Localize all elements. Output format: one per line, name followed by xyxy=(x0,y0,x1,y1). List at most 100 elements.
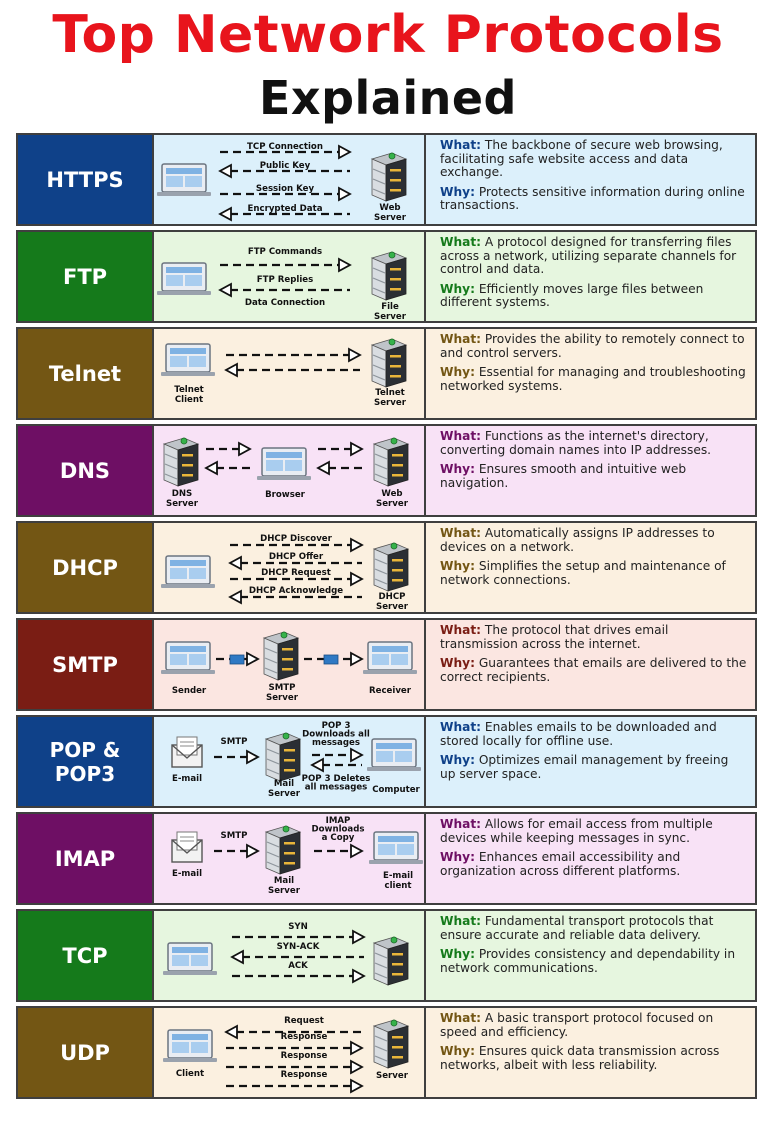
message-arrow xyxy=(226,1059,364,1075)
protocol-description: What: Fundamental transport protocols th… xyxy=(426,911,755,1000)
endpoint-label-server: Server xyxy=(266,693,299,703)
what-text: Fundamental transport protocols that ens… xyxy=(440,914,714,942)
message-label: Request xyxy=(284,1016,324,1026)
why-label: Why: xyxy=(440,947,475,961)
endpoint-label-server: File xyxy=(381,302,399,312)
message-label: FTP Commands xyxy=(248,247,322,257)
protocol-name: POP & POP3 xyxy=(18,717,152,806)
request-arrow xyxy=(206,441,252,457)
telnet-server-icon xyxy=(370,338,408,388)
dhcp-server-icon xyxy=(372,542,410,592)
protocol-description: What: A basic transport protocol focused… xyxy=(426,1008,755,1097)
why-paragraph: Why: Optimizes email management by freei… xyxy=(440,753,747,781)
endpoint-label-client: Telnet xyxy=(174,385,204,395)
imap-copy-label: Downloads xyxy=(311,825,364,835)
message-arrow xyxy=(230,537,364,553)
why-text: Ensures quick data transmission across n… xyxy=(440,1044,720,1072)
protocol-description: What: The backbone of secure web browsin… xyxy=(426,135,755,224)
endpoint-label-web: Web xyxy=(381,489,402,499)
endpoint-label-server: DHCP xyxy=(379,592,406,602)
endpoint-label-dns: Server xyxy=(166,499,199,509)
response-arrow xyxy=(204,460,250,476)
why-label: Why: xyxy=(440,656,475,670)
what-text: Enables emails to be downloaded and stor… xyxy=(440,720,717,748)
endpoint-label-client: client xyxy=(384,881,411,891)
message-arrow xyxy=(220,257,352,273)
download-arrow xyxy=(312,747,364,763)
imap-copy-label: IMAP xyxy=(326,816,351,826)
what-paragraph: What: A basic transport protocol focused… xyxy=(440,1011,747,1039)
message-label: DHCP Request xyxy=(261,568,331,578)
protocol-name: HTTPS xyxy=(18,135,152,224)
what-text: Provides the ability to remotely connect… xyxy=(440,332,745,360)
message-arrow xyxy=(232,929,366,945)
message-label: SYN xyxy=(288,922,308,932)
endpoint-label-dns: DNS xyxy=(172,489,193,499)
pop3-delete-label: POP 3 Deletes xyxy=(302,774,371,784)
why-label: Why: xyxy=(440,281,475,296)
server-icon xyxy=(372,1019,410,1069)
why-text: Optimizes email management by freeing up… xyxy=(440,753,729,781)
endpoint-label-email: E-mail xyxy=(172,869,202,879)
diagram-svg: E-mailMailServerE-mailclientSMTPIMAPDown… xyxy=(171,816,423,896)
protocol-description: What: Allows for email access from multi… xyxy=(426,814,755,903)
what-paragraph: What: The backbone of secure web browsin… xyxy=(440,138,747,180)
message-arrow xyxy=(214,749,260,765)
why-paragraph: Why: Simplifies the setup and maintenanc… xyxy=(440,559,747,587)
message-arrow xyxy=(214,843,260,859)
dns-server-icon xyxy=(162,437,200,487)
what-paragraph: What: A protocol designed for transferri… xyxy=(440,235,747,277)
why-paragraph: Why: Protects sensitive information duri… xyxy=(440,185,747,213)
why-label: Why: xyxy=(440,753,475,767)
protocol-description: What: The protocol that drives email tra… xyxy=(426,620,755,709)
what-label: What: xyxy=(440,138,482,152)
what-label: What: xyxy=(440,1011,482,1025)
smtp-label: SMTP xyxy=(221,831,248,841)
message-label: Response xyxy=(281,1051,328,1061)
what-paragraph: What: Enables emails to be downloaded an… xyxy=(440,720,747,748)
browser-laptop-icon xyxy=(257,447,311,480)
message-label: TCP Connection xyxy=(247,142,323,152)
protocol-description: What: A protocol designed for transferri… xyxy=(426,232,755,321)
message-arrow xyxy=(226,1078,364,1094)
endpoint-label-client: Client xyxy=(175,395,203,405)
delete-arrow xyxy=(310,757,362,773)
receiver-laptop-icon xyxy=(363,641,417,674)
endpoint-label-server: Mail xyxy=(274,779,294,789)
why-label: Why: xyxy=(440,365,475,379)
packet-icon xyxy=(229,654,245,665)
endpoint-label-server: Server xyxy=(374,312,407,321)
endpoint-label-email: E-mail xyxy=(172,774,202,784)
what-label: What: xyxy=(440,623,482,637)
message-label: Session Key xyxy=(256,184,315,194)
message-arrow xyxy=(304,651,364,667)
what-label: What: xyxy=(440,914,482,928)
protocol-name: Telnet xyxy=(18,329,152,418)
endpoint-label-client: Client xyxy=(176,1069,204,1079)
message-label: DHCP Discover xyxy=(260,534,333,544)
packet-icon xyxy=(323,654,339,665)
download-arrow xyxy=(314,843,364,859)
message-arrow xyxy=(218,206,350,222)
message-label: DHCP Offer xyxy=(269,552,324,562)
why-text: Simplifies the setup and maintenance of … xyxy=(440,559,726,587)
endpoint-label-server: SMTP xyxy=(269,683,296,693)
what-paragraph: What: The protocol that drives email tra… xyxy=(440,623,747,651)
what-paragraph: What: Provides the ability to remotely c… xyxy=(440,332,747,360)
message-arrow xyxy=(230,571,364,587)
endpoint-label-server: Web xyxy=(379,203,400,213)
message-label: Public Key xyxy=(260,161,311,171)
message-arrow xyxy=(224,362,360,378)
why-paragraph: Why: Provides consistency and dependabil… xyxy=(440,947,747,975)
protocol-name: IMAP xyxy=(18,814,152,903)
what-text: The backbone of secure web browsing, fac… xyxy=(440,138,723,179)
